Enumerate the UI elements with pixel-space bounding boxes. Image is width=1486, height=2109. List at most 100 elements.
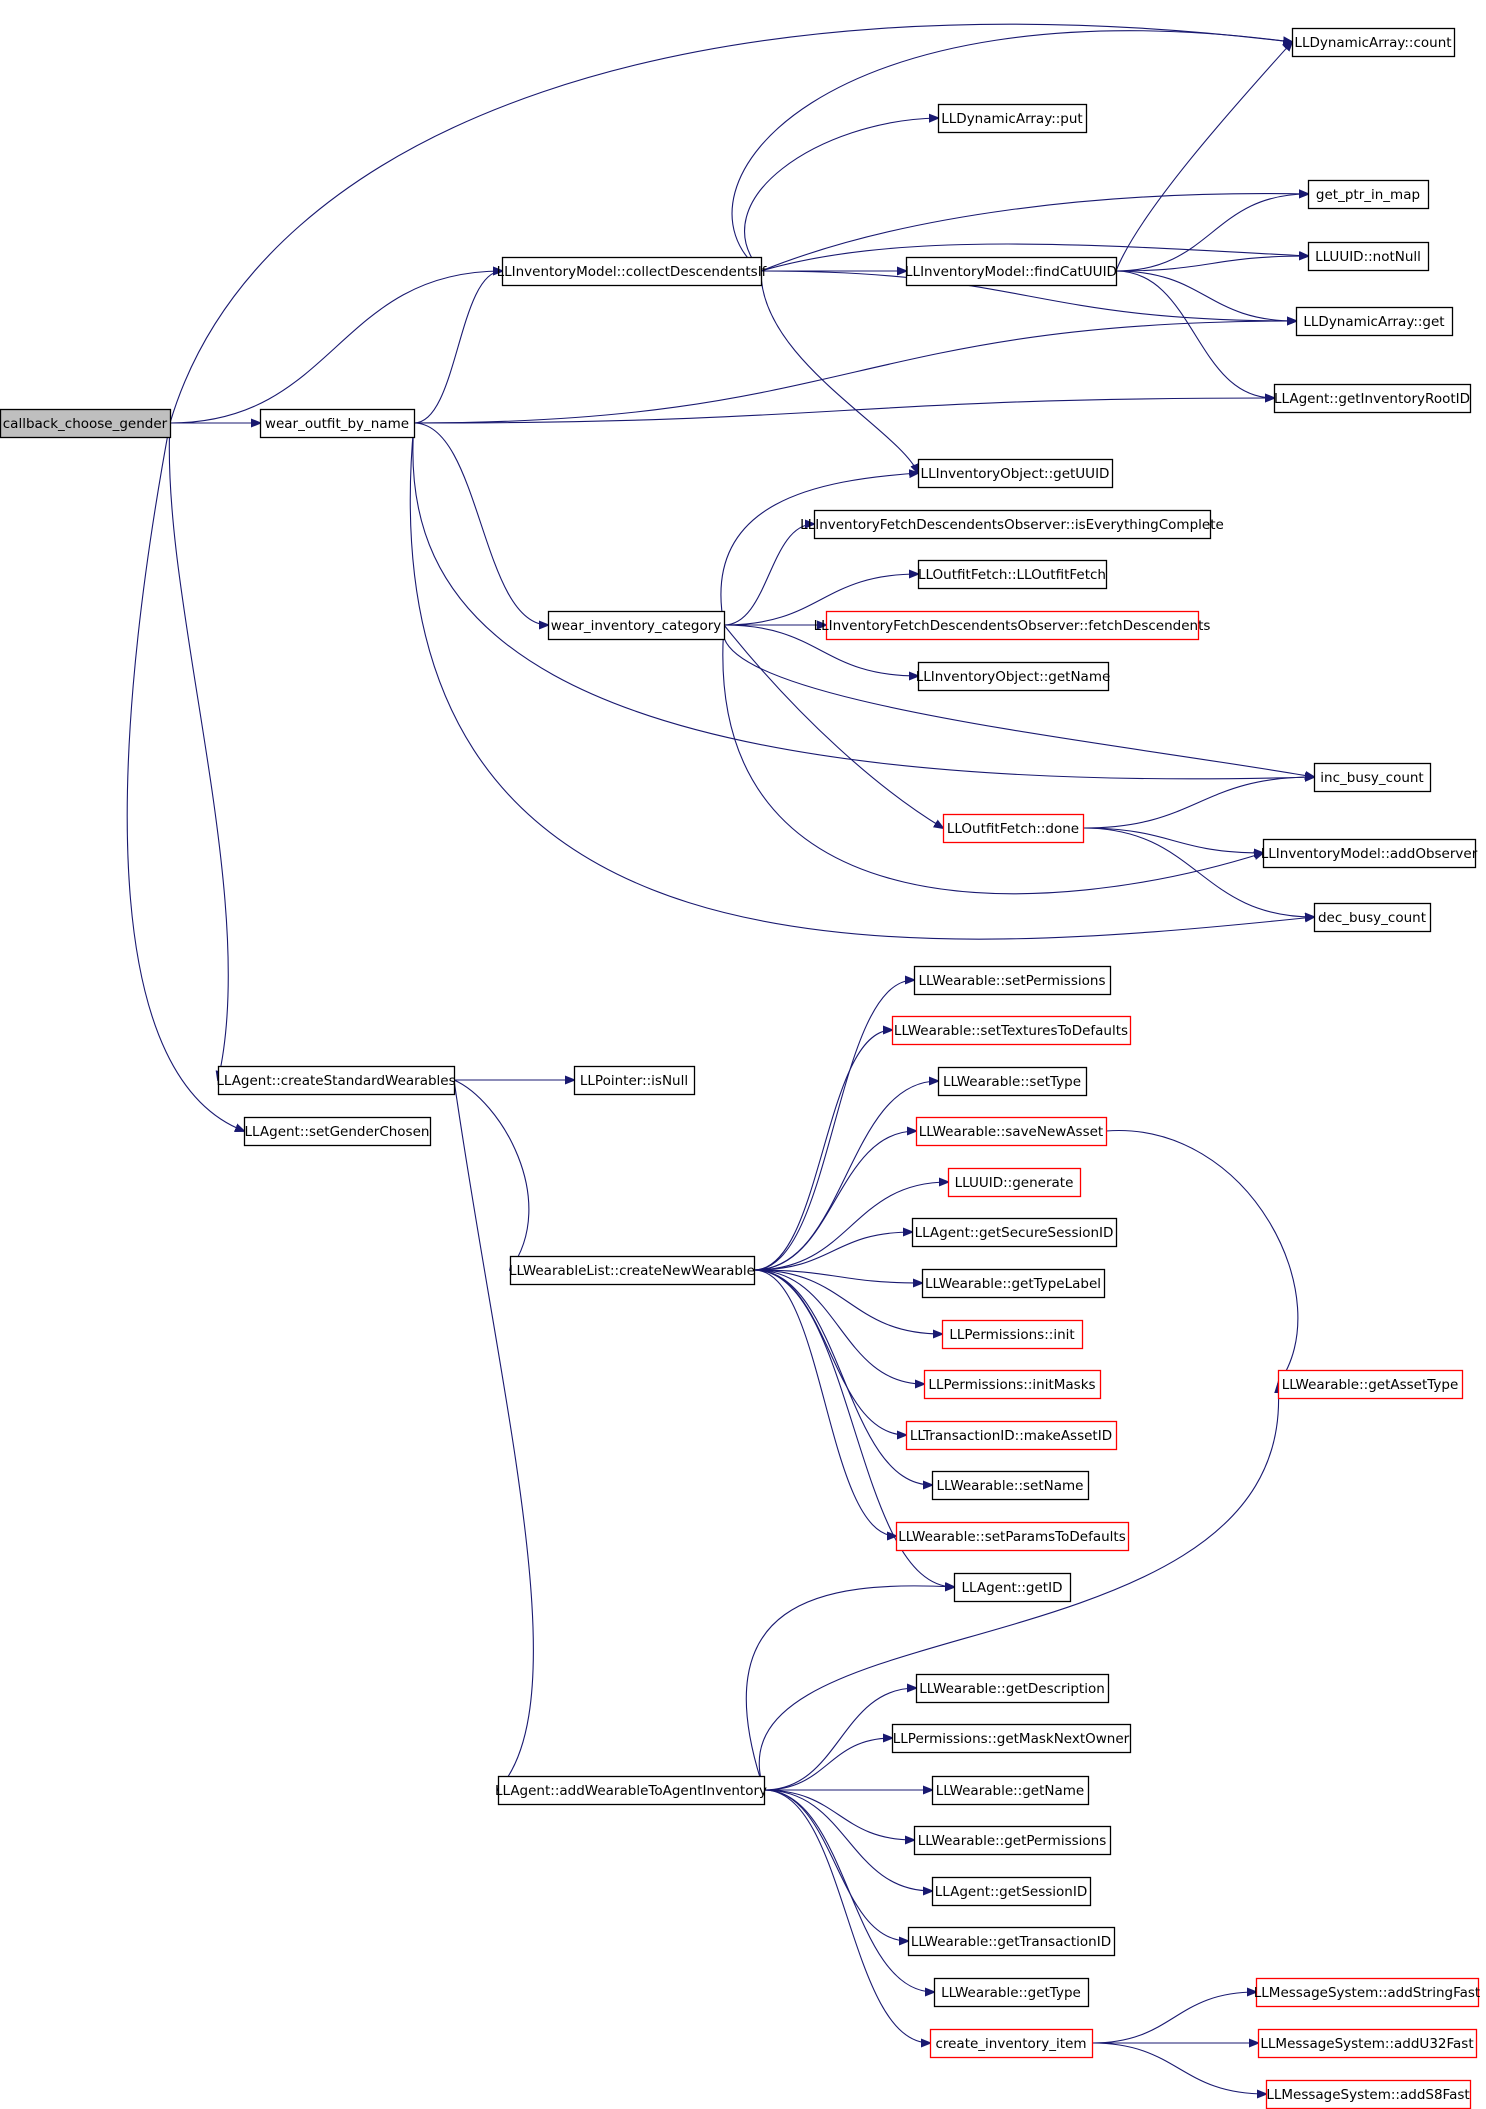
node-box [915,1673,1110,1704]
node-masknext[interactable]: LLPermissions::getMaskNextOwner [891,1723,1132,1754]
node-wear_outfit[interactable]: wear_outfit_by_name [259,408,416,439]
edge-addwear-to-getid [745,1586,954,1791]
node-w_getname[interactable]: LLWearable::getName [931,1775,1090,1806]
node-addobs[interactable]: LLInventoryModel::addObserver [1261,838,1478,869]
node-label: LLAgent::addWearableToAgentInventory [495,1783,767,1799]
node-transid[interactable]: LLWearable::getTransactionID [907,1926,1116,1957]
node-box [509,1255,756,1286]
node-label: LLWearable::setType [943,1074,1081,1090]
node-root[interactable]: callback_choose_gender [0,408,172,439]
node-label: LLAgent::createStandardWearables [216,1073,455,1089]
node-box [915,1116,1108,1147]
node-label: LLWearable::getTransactionID [911,1934,1111,1950]
node-label: wear_outfit_by_name [265,416,409,432]
edge-createitem-to-addstring [1091,1992,1256,2044]
node-label: LLWearableList::createNewWearable [509,1263,755,1279]
node-fetchdesc[interactable]: LLInventoryFetchDescendentsObserver::fet… [814,610,1211,641]
node-label: LLWearable::getName [936,1783,1084,1799]
node-setname[interactable]: LLWearable::setName [931,1470,1090,1501]
node-box [1307,179,1430,210]
node-label: LLInventoryModel::findCatUUID [905,264,1117,280]
node-done[interactable]: LLOutfitFetch::done [942,813,1085,844]
node-label: LLUUID::generate [955,1175,1074,1191]
edge-addwear-to-w_gettype [763,1789,934,1992]
node-box [1273,383,1472,414]
node-box [905,1420,1118,1451]
edge-collect-to-da_put [744,118,938,272]
node-savenew[interactable]: LLWearable::saveNewAsset [915,1116,1108,1147]
edge-addwear-to-w_getperm [763,1789,914,1840]
node-createstd[interactable]: LLAgent::createStandardWearables [216,1065,456,1096]
edge-wear_outfit-to-dec_busy [409,422,1314,940]
node-getdesc[interactable]: LLWearable::getDescription [915,1673,1110,1704]
edge-createnew-to-settex [753,1030,892,1271]
node-box [1262,838,1477,869]
node-getroot[interactable]: LLAgent::getInventoryRootID [1273,383,1472,414]
edge-addwear-to-createitem [763,1789,930,2043]
node-perm_init[interactable]: LLPermissions::init [941,1319,1084,1350]
node-label: LLWearable::setTexturesToDefaults [894,1023,1128,1039]
node-label: inc_busy_count [1320,770,1423,786]
node-setgender[interactable]: LLAgent::setGenderChosen [243,1116,432,1147]
node-da_count[interactable]: LLDynamicArray::count [1291,27,1456,58]
node-addu32[interactable]: LLMessageSystem::addU32Fast [1257,2028,1478,2059]
node-da_put[interactable]: LLDynamicArray::put [937,103,1088,134]
node-collect[interactable]: LLInventoryModel::collectDescendentsIf [497,256,768,287]
node-dec_busy[interactable]: dec_busy_count [1313,902,1432,933]
edge-createnew-to-setperm [753,980,914,1271]
node-addstring[interactable]: LLMessageSystem::addStringFast [1254,1977,1480,2008]
edge-createnew-to-securesess [753,1232,912,1271]
node-w_gettype[interactable]: LLWearable::getType [933,1977,1090,2008]
node-w_getperm[interactable]: LLWearable::getPermissions [913,1825,1112,1856]
node-label: LLAgent::setGenderChosen [245,1124,430,1140]
node-inv_getuuid[interactable]: LLInventoryObject::getUUID [917,458,1114,489]
node-setparams[interactable]: LLWearable::setParamsToDefaults [895,1521,1130,1552]
node-setperm[interactable]: LLWearable::setPermissions [913,965,1112,996]
node-box [942,813,1085,844]
node-assettype[interactable]: LLWearable::getAssetType [1277,1369,1464,1400]
node-inv_getname[interactable]: LLInventoryObject::getName [916,661,1111,692]
node-label: dec_busy_count [1318,910,1426,926]
node-createnew[interactable]: LLWearableList::createNewWearable [509,1255,756,1286]
edge-wear_outfit-to-wear_inv [413,422,548,625]
node-adds8[interactable]: LLMessageSystem::addS8Fast [1265,2079,1472,2109]
node-inc_busy[interactable]: inc_busy_count [1313,762,1432,793]
node-settype[interactable]: LLWearable::setType [937,1066,1088,1097]
node-createitem[interactable]: create_inventory_item [929,2028,1094,2059]
node-sessid[interactable]: LLAgent::getSessionID [931,1876,1092,1907]
node-iseverything[interactable]: LLInventoryFetchDescendentsObserver::isE… [800,509,1224,540]
edge-collect-to-da_count [731,30,1292,272]
node-label: get_ptr_in_map [1316,187,1420,203]
node-outfitfetch_ctor[interactable]: LLOutfitFetch::LLOutfitFetch [917,559,1108,590]
node-initmasks[interactable]: LLPermissions::initMasks [923,1369,1102,1400]
node-box [891,1015,1132,1046]
node-label: LLTransactionID::makeAssetID [910,1428,1112,1444]
node-label: LLMessageSystem::addStringFast [1254,1985,1480,2001]
node-isnull[interactable]: LLPointer::isNull [573,1065,696,1096]
node-addwear[interactable]: LLAgent::addWearableToAgentInventory [495,1775,767,1806]
node-securesess[interactable]: LLAgent::getSecureSessionID [911,1217,1118,1248]
node-makeasset[interactable]: LLTransactionID::makeAssetID [905,1420,1118,1451]
edge-findcat-to-getroot [1115,270,1274,398]
node-da_get[interactable]: LLDynamicArray::get [1295,306,1454,337]
edge-root-to-collect [169,271,502,424]
edge-root-to-createstd [168,422,229,1080]
edge-wear_inv-to-inc_busy [722,624,1314,777]
node-notnull[interactable]: LLUUID::notNull [1307,241,1430,272]
node-getid[interactable]: LLAgent::getID [953,1572,1072,1603]
edge-createnew-to-savenew [753,1131,916,1271]
node-label: LLAgent::getInventoryRootID [1274,391,1470,407]
edge-createnew-to-typelabel [753,1269,922,1283]
node-findcat[interactable]: LLInventoryModel::findCatUUID [905,256,1118,287]
node-get_ptr[interactable]: get_ptr_in_map [1307,179,1430,210]
node-typelabel[interactable]: LLWearable::getTypeLabel [921,1268,1106,1299]
node-label: LLMessageSystem::addS8Fast [1266,2087,1469,2103]
node-label: LLWearable::getAssetType [1282,1377,1459,1393]
node-generate[interactable]: LLUUID::generate [947,1167,1082,1198]
node-box [243,1116,432,1147]
node-wear_inv[interactable]: wear_inventory_category [547,610,726,641]
node-settex[interactable]: LLWearable::setTexturesToDefaults [891,1015,1132,1046]
edge-collect-to-get_ptr [760,194,1308,272]
node-label: LLDynamicArray::count [1294,35,1451,51]
edge-root-to-setgender [126,422,244,1131]
